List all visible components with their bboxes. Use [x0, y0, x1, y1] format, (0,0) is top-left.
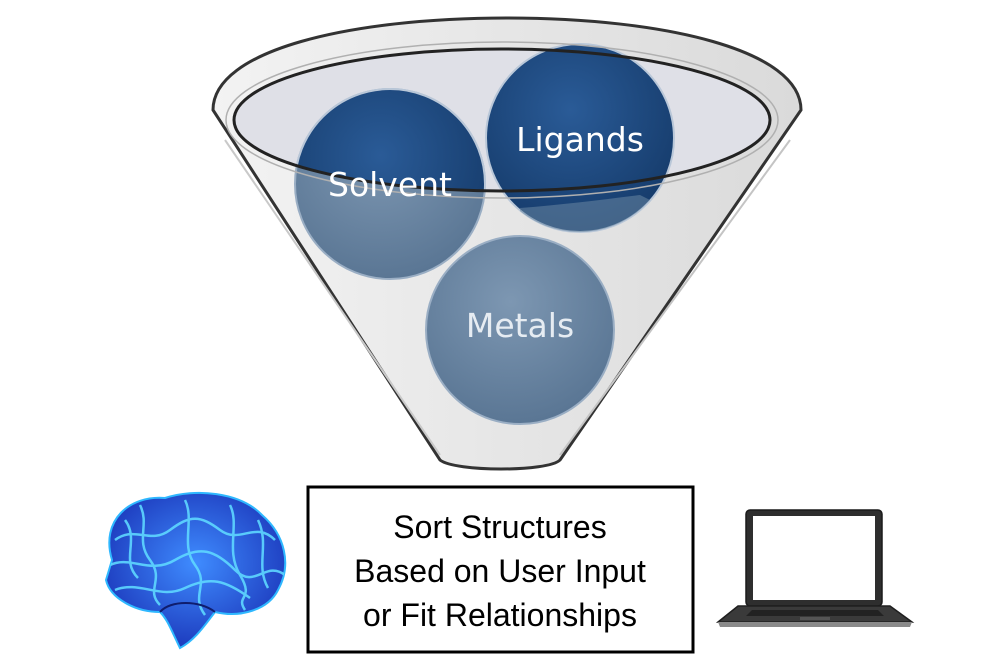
laptop-icon: [715, 509, 915, 627]
laptop-screen: [753, 516, 875, 600]
solvent-label: Solvent: [328, 165, 452, 204]
ligands-label: Ligands: [516, 120, 644, 159]
output-box-line-2: Based on User Input: [354, 553, 646, 589]
funnel-items: Ligands Solvent Metals: [225, 41, 779, 425]
metals-label: Metals: [466, 306, 574, 345]
output-box-line-1: Sort Structures: [393, 509, 606, 545]
brain-icon: [104, 491, 287, 650]
output-box: Sort Structures Based on User Input or F…: [306, 485, 695, 654]
output-box-border: [306, 485, 695, 654]
output-box-line-3: or Fit Relationships: [363, 597, 637, 633]
metals-circle: [425, 235, 615, 425]
